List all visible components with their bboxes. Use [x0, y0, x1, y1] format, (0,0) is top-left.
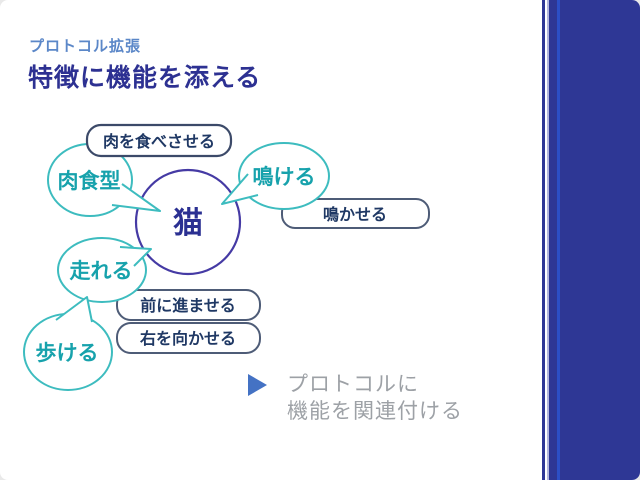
- method-label-turn-right: 右を向かせる: [140, 329, 236, 348]
- accent-stripe-white: [545, 0, 547, 480]
- center-circle-cat: [134, 168, 242, 276]
- takeaway-line-2: 機能を関連付ける: [287, 400, 463, 423]
- feature-label-can-walk: 歩ける: [36, 342, 99, 365]
- bullet-triangle-icon: [248, 374, 267, 396]
- feature-label-can-meow: 鳴ける: [253, 165, 316, 189]
- slide-title: 特徴に機能を添える: [28, 64, 262, 92]
- accent-stripe-bright-blue: [557, 0, 560, 480]
- accent-stripe-navy: [549, 0, 557, 480]
- feature-label-can-run: 走れる: [70, 259, 133, 283]
- method-label-make-meow: 鳴かせる: [323, 205, 387, 224]
- feature-bubble-can-walk: 歩ける: [23, 296, 113, 391]
- method-box-make-meow: 鳴かせる: [281, 198, 430, 229]
- method-box-move-forward: 前に進ませる: [116, 289, 261, 321]
- method-label-move-forward: 前に進ませる: [140, 296, 236, 315]
- takeaway-callout: プロトコルに 機能を関連付ける: [248, 371, 463, 425]
- method-box-turn-right: 右を向かせる: [116, 322, 261, 354]
- right-accent-bar: [542, 0, 640, 480]
- feature-label-carnivore: 肉食型: [58, 169, 121, 193]
- method-label-feed-meat: 肉を食べさせる: [103, 132, 215, 151]
- feature-bubble-can-run: 走れる: [57, 237, 152, 303]
- method-box-feed-meat: 肉を食べさせる: [85, 123, 233, 158]
- slide-eyebrow: プロトコル拡張: [29, 38, 142, 55]
- accent-bar-main: [560, 0, 640, 480]
- feature-bubble-can-meow: 鳴ける: [221, 142, 330, 210]
- takeaway-line-1: プロトコルに: [287, 373, 419, 396]
- accent-stripe-navy-thin: [542, 0, 545, 480]
- feature-bubble-carnivore: 肉食型: [47, 143, 161, 217]
- center-label-cat: 猫: [173, 207, 203, 240]
- takeaway-text: プロトコルに 機能を関連付ける: [287, 371, 463, 425]
- accent-stripe-lavender: [547, 0, 549, 480]
